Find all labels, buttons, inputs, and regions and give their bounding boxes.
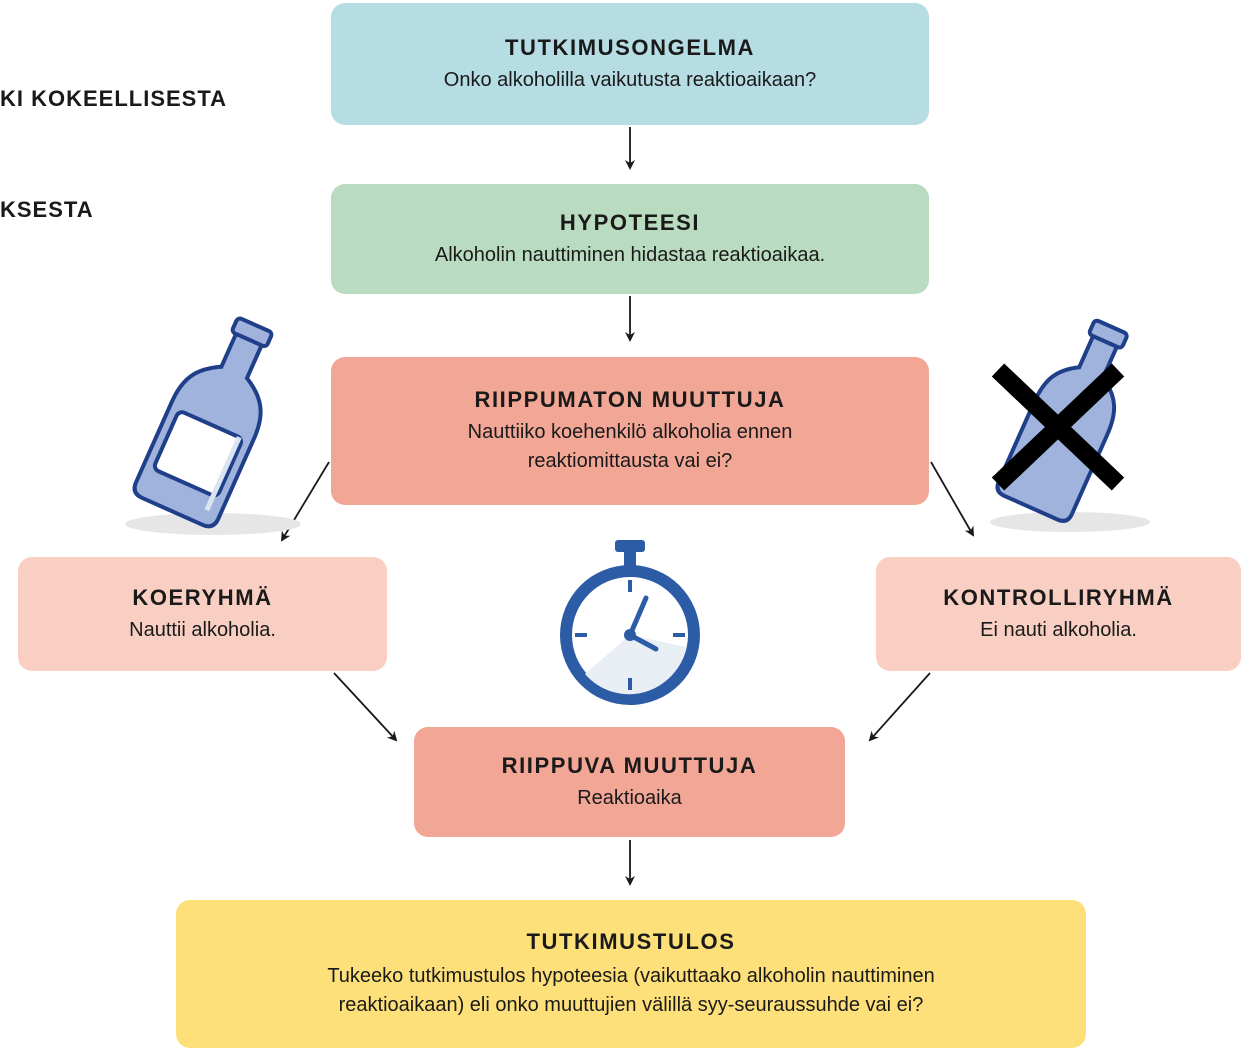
research-problem-text: Onko alkoholilla vaikutusta reaktioaikaa…: [443, 68, 817, 91]
corner-title-line2: KSESTA: [0, 197, 94, 222]
arrow-independent-to-control: [930, 461, 974, 537]
bottle-icon: [125, 316, 301, 535]
control-group-heading: KONTROLLIRYHMÄ: [943, 584, 1174, 610]
stopwatch-icon: [560, 540, 700, 705]
experimental-group-text: Nauttii alkoholia.: [129, 618, 276, 641]
arrow-experimental-to-dependent: [333, 672, 398, 742]
crossed-bottle-icon: [990, 318, 1150, 532]
independent-variable-heading: RIIPPUMATON MUUTTUJA: [474, 387, 786, 412]
dependent-variable-text: Reaktioaika: [577, 786, 682, 809]
research-problem-box: TUTKIMUSONGELMA Onko alkoholilla vaikutu…: [331, 3, 929, 125]
arrow-control-to-dependent: [868, 672, 931, 742]
hypothesis-text: Alkoholin nauttiminen hidastaa reaktioai…: [434, 243, 826, 266]
dependent-variable-box: RIIPPUVA MUUTTUJA Reaktioaika: [414, 727, 845, 837]
research-result-heading: TUTKIMUSTULOS: [526, 929, 736, 954]
experimental-group-heading: KOERYHMÄ: [132, 584, 273, 610]
research-result-text: Tukeeko tutkimustulos hypoteesia (vaikut…: [327, 962, 934, 1020]
independent-variable-text-line1: Nauttiiko koehenkilö alkoholia ennen: [467, 421, 793, 443]
control-group-text: Ei nauti alkoholia.: [980, 618, 1137, 641]
corner-title-line1: KI KOKEELLISESTA: [0, 86, 228, 111]
research-result-text-line1: Tukeeko tutkimustulos hypoteesia (vaikut…: [327, 965, 935, 987]
hypothesis-box: HYPOTEESI Alkoholin nauttiminen hidastaa…: [331, 184, 929, 294]
control-group-box: KONTROLLIRYHMÄ Ei nauti alkoholia.: [876, 557, 1241, 671]
experimental-group-box: KOERYHMÄ Nauttii alkoholia.: [18, 557, 387, 671]
independent-variable-box: RIIPPUMATON MUUTTUJA Nauttiiko koehenkil…: [331, 357, 929, 505]
hypothesis-heading: HYPOTEESI: [559, 209, 701, 235]
research-result-text-line2: reaktioaikaan) eli onko muuttujien välil…: [338, 994, 924, 1016]
dependent-variable-heading: RIIPPUVA MUUTTUJA: [501, 752, 758, 778]
independent-variable-text: Nauttiiko koehenkilö alkoholia ennen rea…: [468, 418, 793, 476]
research-problem-heading: TUTKIMUSONGELMA: [504, 34, 756, 60]
flow-arrows: [280, 127, 974, 886]
independent-variable-text-line2: reaktiomittausta vai ei?: [527, 450, 733, 472]
research-result-box: TUTKIMUSTULOS Tukeeko tutkimustulos hypo…: [176, 900, 1086, 1048]
corner-title: KI KOKEELLISESTA KSESTA: [0, 6, 320, 265]
